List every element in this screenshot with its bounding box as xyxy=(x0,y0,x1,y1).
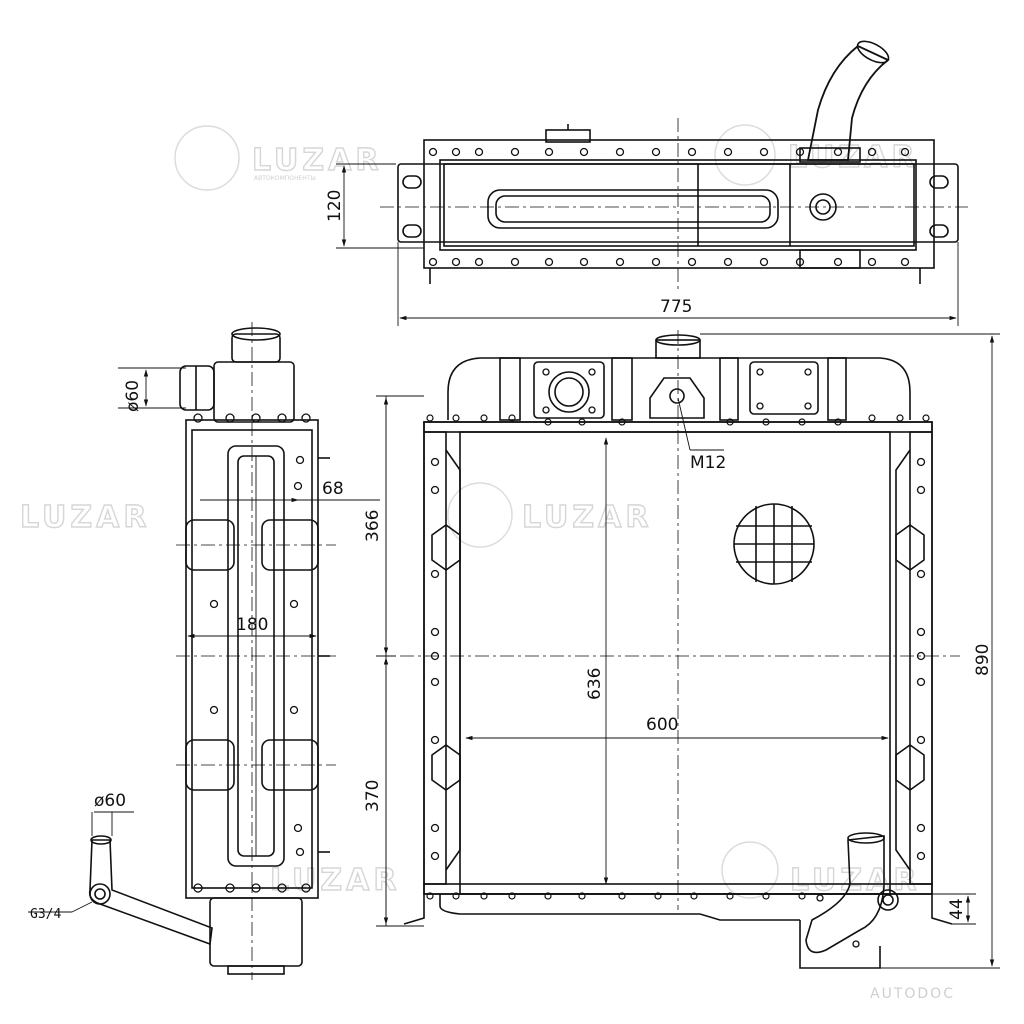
dim-top-depth: 120 xyxy=(325,190,345,222)
side-view xyxy=(88,322,336,980)
svg-text:LUZAR: LUZAR xyxy=(522,500,652,535)
watermarks: LUZAR АВТОКОМПОНЕНТЫ LUZAR LUZAR LUZAR L… xyxy=(19,124,955,1002)
svg-text:LUZAR: LUZAR xyxy=(788,140,918,175)
svg-text:LUZAR: LUZAR xyxy=(252,143,382,178)
watermark-center: LUZAR xyxy=(447,482,652,548)
front-view-dimensions xyxy=(465,333,1000,969)
top-view xyxy=(380,40,968,292)
dim-side-pipe-dia: ø60 xyxy=(123,380,143,412)
dim-front-core-width: 600 xyxy=(646,715,678,735)
dim-front-bottom-offset: 44 xyxy=(947,898,967,920)
dim-front-total-height: 890 xyxy=(973,644,993,676)
side-view-dimensions xyxy=(28,367,424,927)
watermark-top-right: LUZAR xyxy=(714,124,918,186)
svg-text:LUZAR: LUZAR xyxy=(270,863,400,898)
front-view xyxy=(400,330,960,969)
dim-thread: G3/4 xyxy=(30,907,61,922)
dim-side-bottom-pipe-dia: ø60 xyxy=(94,791,126,811)
top-view-dimensions xyxy=(336,163,959,326)
dim-front-core-height: 636 xyxy=(585,668,605,700)
dim-bolt-thread: M12 xyxy=(690,453,726,473)
watermark-bottom-left: LUZAR xyxy=(269,862,400,898)
dim-side-upper-height: 366 xyxy=(363,510,383,542)
dim-side-lower-height: 370 xyxy=(363,780,383,812)
watermark-top: LUZAR АВТОКОМПОНЕНТЫ xyxy=(174,125,382,191)
dim-side-offset: 68 xyxy=(322,479,344,499)
dim-side-width: 180 xyxy=(236,615,268,635)
dim-top-width: 775 xyxy=(660,297,692,317)
svg-text:LUZAR: LUZAR xyxy=(790,863,920,898)
svg-text:LUZAR: LUZAR xyxy=(20,500,150,535)
svg-text:АВТОКОМПОНЕНТЫ: АВТОКОМПОНЕНТЫ xyxy=(254,175,316,182)
footer-watermark: AUTODOC xyxy=(870,986,955,1002)
watermark-left: LUZAR xyxy=(19,499,150,535)
